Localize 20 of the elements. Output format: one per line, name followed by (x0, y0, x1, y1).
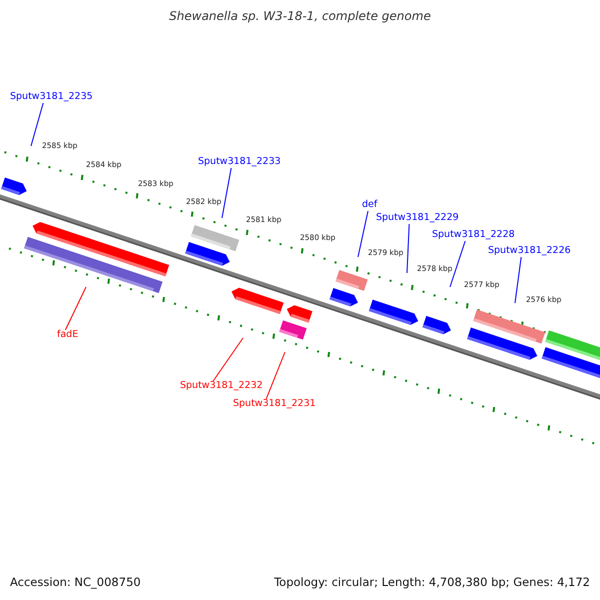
leader-line (514, 256, 522, 304)
leader-line (64, 286, 86, 330)
leader-line (222, 168, 232, 218)
leader-line (358, 210, 368, 258)
gene-label: Sputw3181_2233 (198, 157, 281, 168)
leader-line (406, 224, 410, 274)
gene-label: Sputw3181_2226 (488, 246, 571, 257)
leader-line (266, 352, 286, 400)
leader-line (212, 338, 244, 382)
leader-line (30, 102, 44, 146)
gene-label: Sputw3181_2231 (233, 399, 316, 410)
gene-label: def (362, 200, 378, 211)
gene-label: Sputw3181_2232 (180, 381, 263, 392)
gene-label: Sputw3181_2228 (432, 230, 515, 241)
gene-label: Sputw3181_2229 (376, 213, 459, 224)
leader-line (450, 240, 466, 288)
title: Shewanella sp. W3-18-1, complete genome (168, 9, 432, 23)
accession-label: Accession: NC_008750 (10, 575, 141, 589)
genome-summary: Topology: circular; Length: 4,708,380 bp; Genes: 4,172 (274, 575, 590, 589)
gene-label: Sputw3181_2235 (10, 92, 93, 103)
